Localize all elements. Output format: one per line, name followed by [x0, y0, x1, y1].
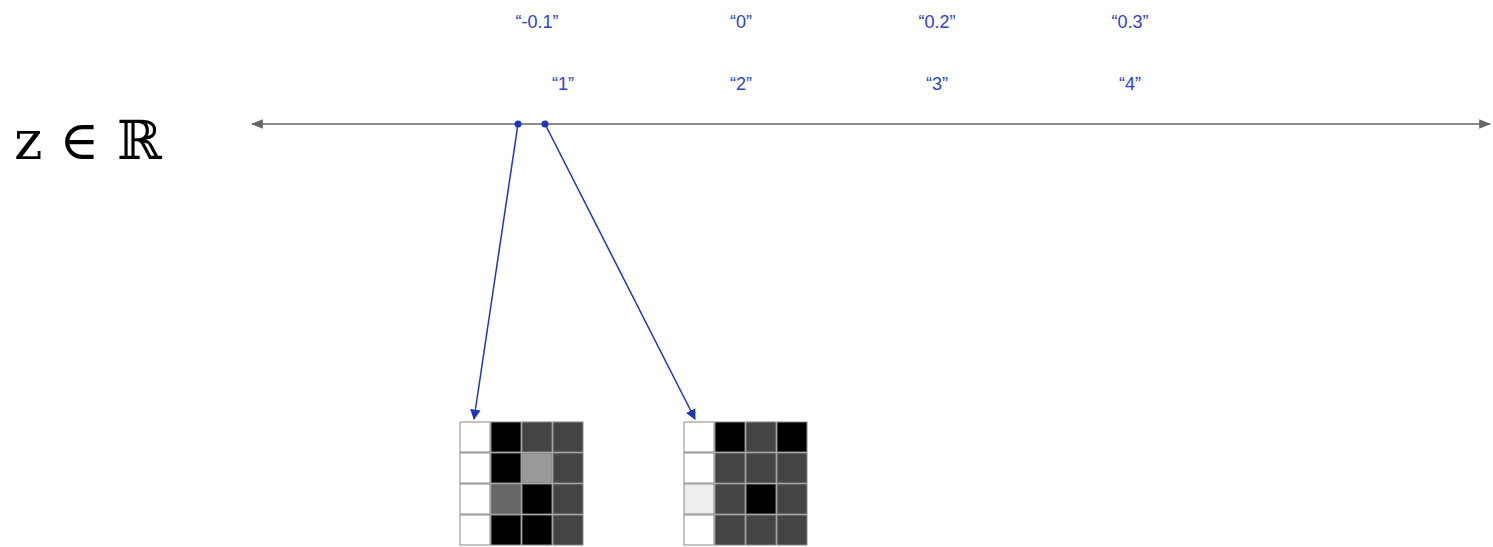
- sample-point: [542, 121, 549, 128]
- pixel-grid: [460, 422, 583, 545]
- code-value: “0.2”: [918, 12, 955, 33]
- code-value: “-0.1”: [515, 12, 558, 33]
- index-label: “4”: [1119, 74, 1141, 95]
- axis-label: z ∈ ℝ: [14, 109, 162, 172]
- pixel-grid: [684, 422, 807, 545]
- mapping-arrow: [545, 124, 695, 419]
- code-value: “0.3”: [1111, 12, 1148, 33]
- number-line: [252, 123, 1490, 125]
- index-label: “1”: [552, 74, 574, 95]
- index-label: “2”: [730, 74, 752, 95]
- sample-point: [515, 121, 522, 128]
- mapping-arrow: [474, 124, 518, 419]
- index-label: “3”: [926, 74, 948, 95]
- code-value: “0”: [730, 12, 752, 33]
